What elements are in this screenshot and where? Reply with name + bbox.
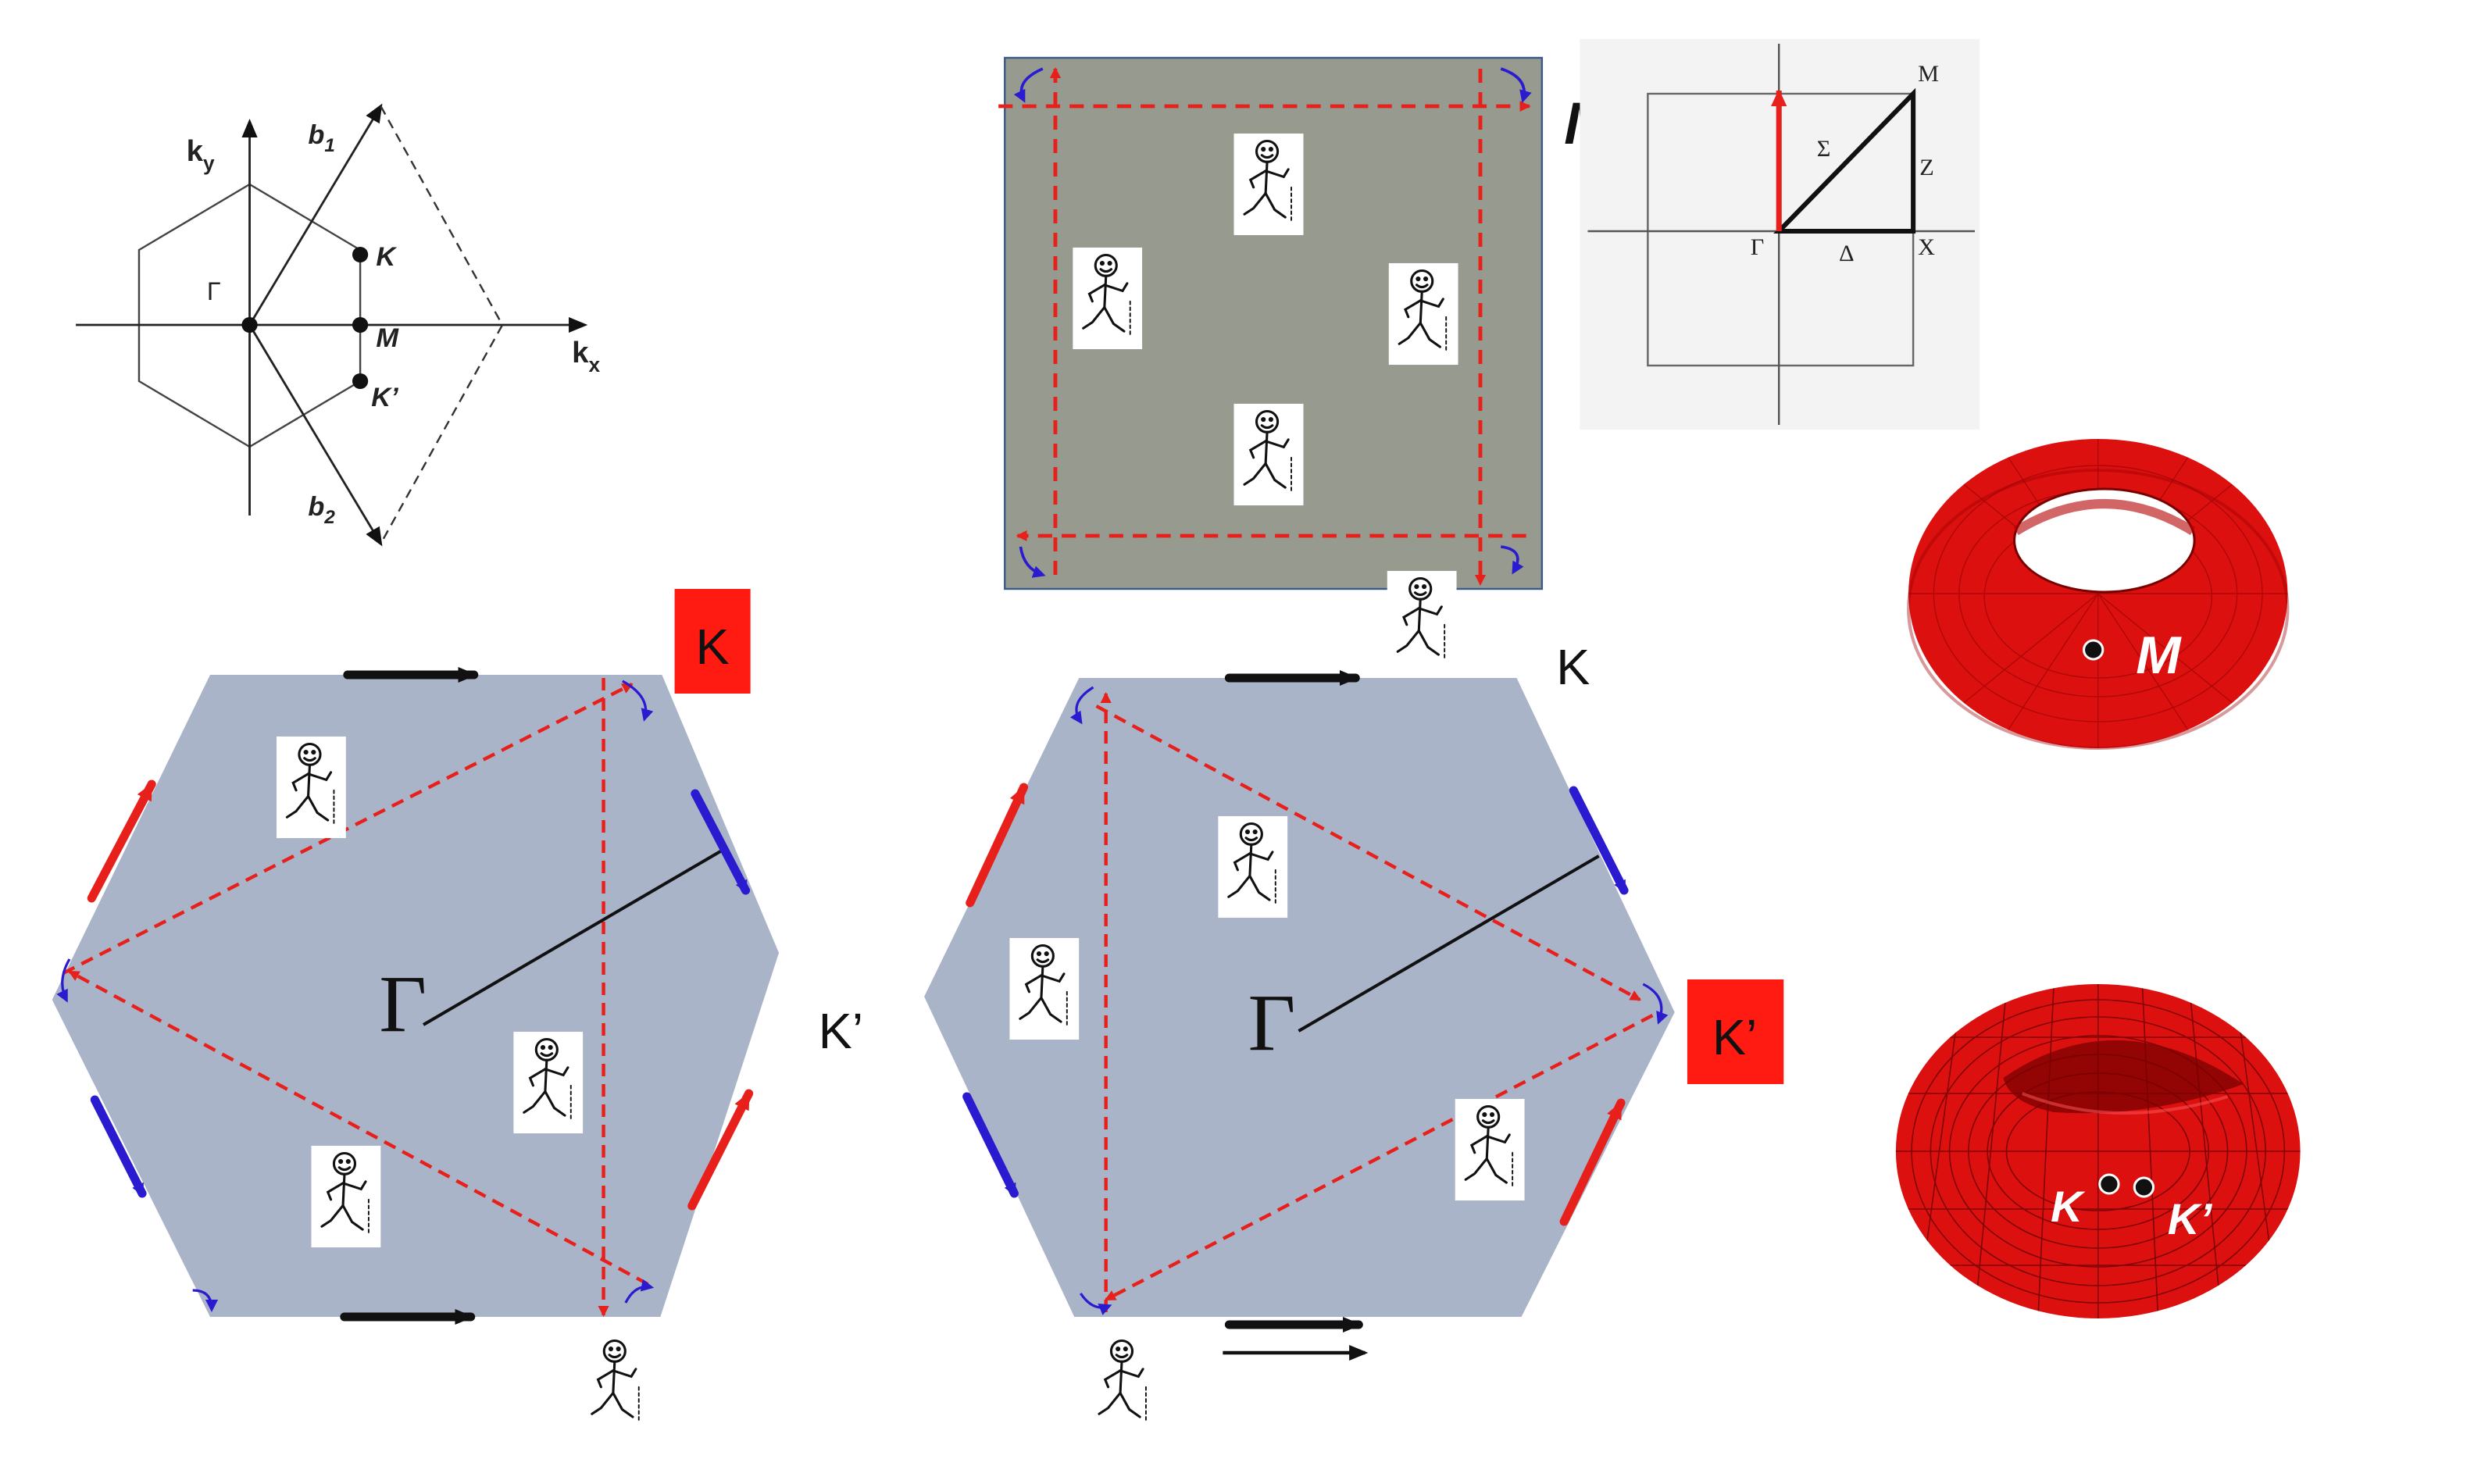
- gamma-label: Γ: [207, 277, 221, 305]
- torus-m-point: [2083, 639, 2105, 661]
- k-prime-label: K’: [371, 383, 398, 412]
- torus-k-prime-point: [2133, 1176, 2155, 1198]
- blue-corner-arrow: [1079, 1293, 1112, 1315]
- stick-figure-icon: [1009, 936, 1080, 1041]
- m-point: [352, 317, 369, 333]
- stick-figure-icon: [1233, 402, 1304, 507]
- dashed-cell: [380, 105, 504, 544]
- hexagon-left-fill: [52, 675, 780, 1317]
- red-edge-arrow-lower-right: [1559, 1098, 1626, 1226]
- ky-label: ky: [187, 134, 215, 175]
- torus-bottom: K K’: [1895, 984, 2301, 1318]
- dashed-path-lower: [1104, 1014, 1654, 1301]
- stick-figure-icon: [1387, 569, 1457, 674]
- gamma-pointer-line: [1298, 854, 1600, 1033]
- gamma-point: [241, 317, 258, 333]
- square-path-diagram: M Σ Z Γ Δ X: [1580, 39, 1980, 430]
- blue-corner-arrow: [1019, 546, 1046, 578]
- k-prime-highlight-box: [1687, 979, 1784, 1084]
- red-edge-arrow-upper-left: [966, 783, 1029, 908]
- blue-corner-arrow: [1501, 545, 1524, 575]
- b1-vector: [248, 103, 383, 326]
- blue-corner-arrow: [1013, 67, 1044, 103]
- blue-corner-arrow: [1069, 686, 1094, 725]
- b1-label: b1: [308, 120, 335, 156]
- blue-edge-arrow-lower-left: [962, 1092, 1019, 1198]
- hex-left-gamma-label: Γ: [379, 959, 427, 1049]
- stick-figure-icon: [1455, 1097, 1525, 1202]
- gamma-pointer-line: [422, 850, 722, 1026]
- torus-k-prime-label: K’: [2168, 1194, 2213, 1243]
- red-edge-arrow-upper-left: [87, 779, 156, 903]
- kx-label: kx: [572, 336, 600, 376]
- blue-corner-arrow: [622, 680, 654, 722]
- stick-figure-icon: [276, 735, 346, 840]
- irreducible-path: [1773, 87, 1916, 234]
- hex-left-k-prime-label: K’: [819, 1003, 864, 1059]
- stick-figure-icon: [581, 1332, 652, 1436]
- stick-figure-icon: [513, 1030, 584, 1135]
- path-x-label: X: [1918, 234, 1935, 260]
- torus-k-label: K: [2051, 1182, 2086, 1231]
- stick-figure-icon: [311, 1144, 381, 1249]
- reciprocal-lattice-diagram: ky kx b1 b2 Γ K M K’: [76, 103, 601, 547]
- path-sigma-label: Σ: [1817, 135, 1831, 162]
- blue-corner-arrow: [1642, 983, 1669, 1025]
- m-label: M: [376, 323, 399, 353]
- blue-corner-arrow: [624, 1279, 655, 1304]
- hex-right-gamma-label: Γ: [1248, 978, 1296, 1068]
- blue-edge-arrow-lower-left: [90, 1095, 147, 1198]
- path-z-label: Z: [1919, 154, 1934, 180]
- stick-figure-icon: [1233, 132, 1304, 237]
- hexagon-left: Γ K K’: [52, 589, 864, 1436]
- b2-label: b2: [308, 492, 335, 528]
- blue-edge-arrow-upper-right: [1569, 786, 1629, 895]
- torus-m-label: M: [2136, 626, 2182, 685]
- red-edge-arrow-lower-right: [687, 1089, 754, 1211]
- path-gamma-label: Γ: [1751, 234, 1765, 260]
- path-delta-label: Δ: [1839, 240, 1855, 266]
- stick-figure-icon: [1218, 815, 1288, 919]
- hexagon-right: Γ K K’: [924, 639, 1784, 1436]
- torus-bottom-hole: [2003, 1040, 2244, 1114]
- square-brillouin-zone: M: [998, 56, 1615, 674]
- torus-top: M: [1907, 439, 2290, 750]
- blue-corner-arrow: [1500, 67, 1532, 103]
- k-highlight-box: [674, 589, 751, 694]
- blue-edge-arrow-upper-right: [691, 789, 751, 895]
- path-m-label: M: [1918, 60, 1939, 87]
- hex-right-k-label: K: [1556, 639, 1590, 695]
- blue-corner-arrow: [192, 1289, 219, 1312]
- stick-figure-icon: [1388, 262, 1458, 366]
- dashed-path-lower: [68, 970, 649, 1286]
- blue-corner-arrow: [56, 958, 71, 1003]
- stick-figure-icon: [1088, 1332, 1158, 1436]
- hex-left-k-label: K: [696, 619, 730, 675]
- dashed-path-upper: [1095, 705, 1642, 1001]
- b2-vector: [248, 324, 383, 547]
- hex-right-k-prime-label: K’: [1712, 1009, 1758, 1065]
- stick-figure-icon: [1073, 246, 1143, 351]
- k-point: [352, 247, 369, 262]
- torus-k-point: [2098, 1173, 2120, 1195]
- dashed-path-upper: [62, 683, 634, 975]
- k-prime-point: [352, 373, 369, 389]
- k-label: K: [376, 242, 397, 272]
